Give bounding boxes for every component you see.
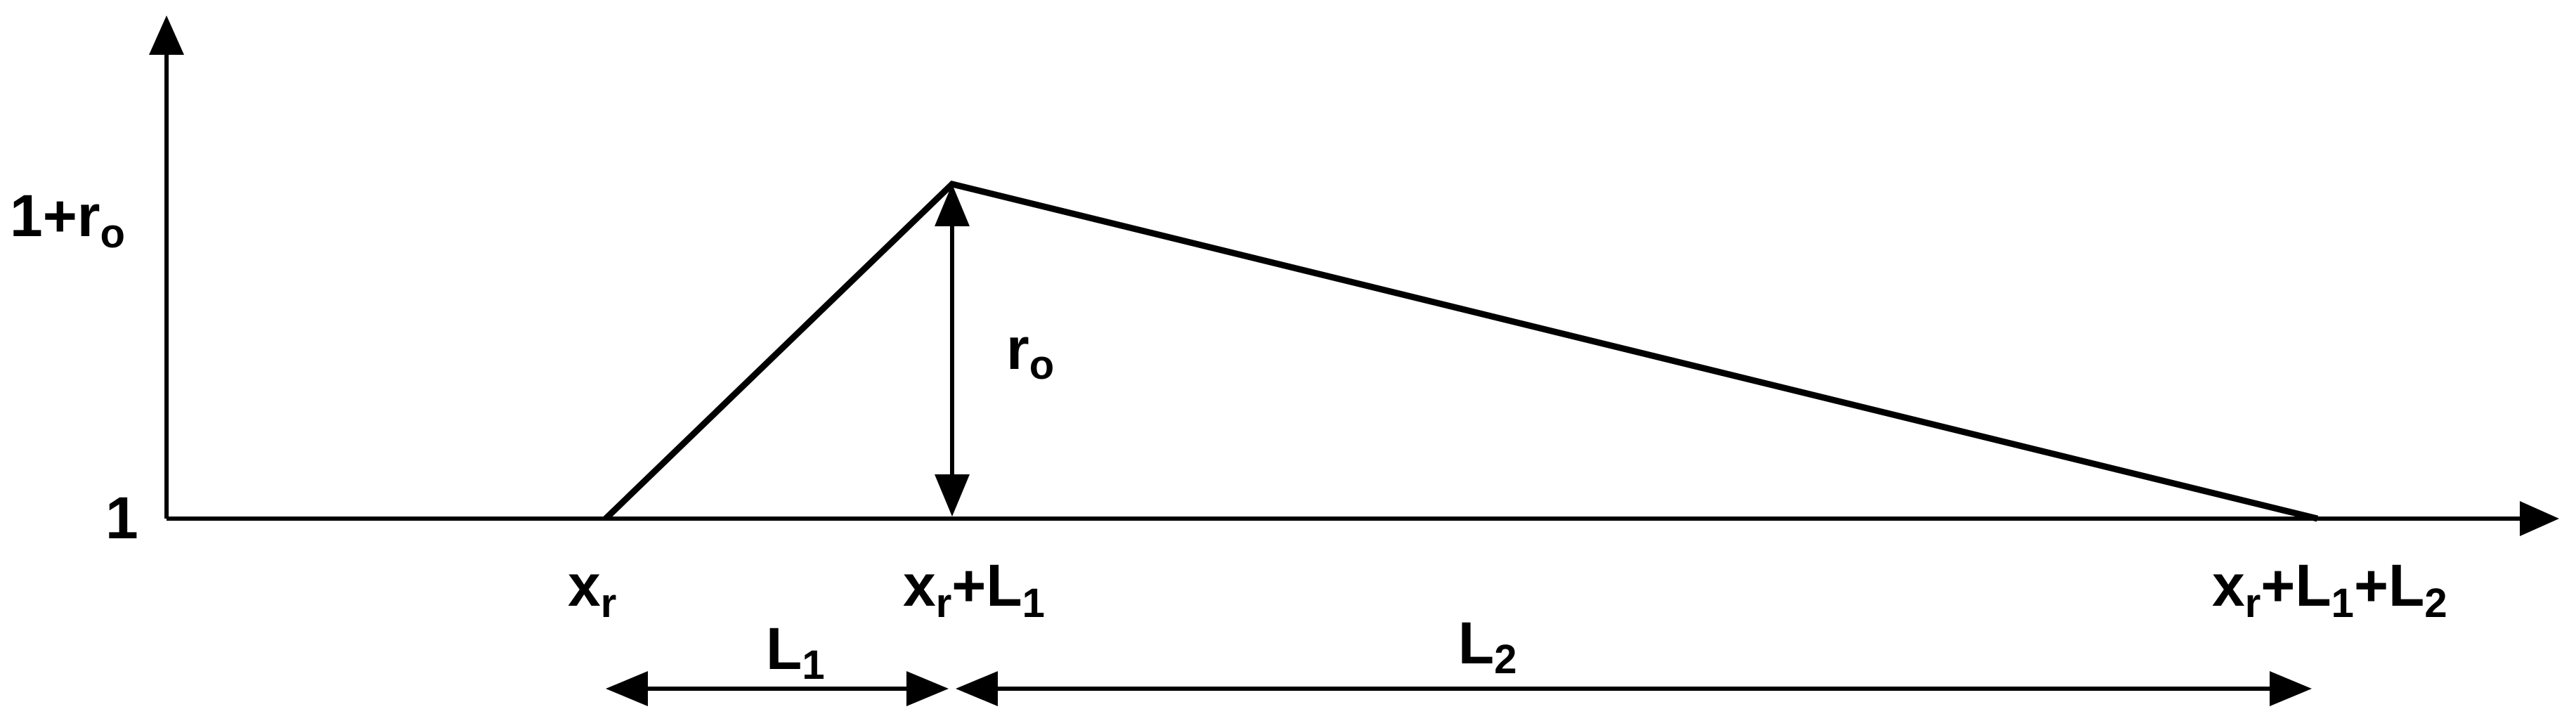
x-tick-label-2-part-2: +L xyxy=(2260,552,2331,618)
x-tick-label-2-part-1: r xyxy=(2245,580,2261,626)
y-axis-arrowhead xyxy=(149,15,184,55)
span-arrow-l2-right-head xyxy=(2270,671,2312,706)
peak-height-arrowhead-top xyxy=(935,184,970,226)
x-tick-label-1-part-0: x xyxy=(903,552,936,618)
x-tick-label-0-part-0: x xyxy=(568,552,601,618)
x-tick-label-1-part-2: +L xyxy=(951,552,1022,618)
x-tick-label-2-part-4: +L xyxy=(2354,552,2424,618)
x-axis-arrowhead xyxy=(2520,501,2559,536)
span-arrow-l1-right-head xyxy=(906,671,949,706)
span-label-l1: L1 xyxy=(766,616,825,688)
span-label-l1-sub: 1 xyxy=(802,642,824,688)
peak-height-arrowhead-bottom xyxy=(935,474,970,517)
x-tick-label-xr: xr xyxy=(568,552,616,626)
x-tick-label-1-part-1: r xyxy=(936,580,952,626)
span-label-l2: L2 xyxy=(1458,610,1517,682)
x-tick-label-0-part-1: r xyxy=(601,580,617,626)
span-label-l1-base: L xyxy=(766,616,802,682)
x-tick-label-xr-plus-l1: xr+L1 xyxy=(903,552,1045,626)
span-arrow-l2-left-head xyxy=(956,671,998,706)
peak-height-label-base: r xyxy=(1006,316,1029,382)
peak-height-label: ro xyxy=(1006,316,1054,388)
x-tick-label-2-part-5: 2 xyxy=(2424,580,2447,626)
x-tick-label-xr-plus-l1-plus-l2: xr+L1+L2 xyxy=(2212,552,2447,626)
profile-line xyxy=(603,181,2319,522)
y-tick-label-base: 1 xyxy=(105,485,138,551)
x-tick-label-2-part-0: x xyxy=(2212,552,2245,618)
span-label-l2-base: L xyxy=(1458,610,1494,676)
span-arrow-l1-left-head xyxy=(606,671,648,706)
y-tick-label-top-base: 1+r xyxy=(10,183,100,249)
x-tick-label-1-part-3: 1 xyxy=(1022,580,1045,626)
peak-height-label-sub: o xyxy=(1029,342,1054,388)
x-tick-label-2-part-3: 1 xyxy=(2331,580,2354,626)
span-label-l2-sub: 2 xyxy=(1494,637,1516,682)
y-tick-label-top-sub: o xyxy=(100,211,124,256)
y-tick-label-top: 1+ro xyxy=(10,183,125,256)
